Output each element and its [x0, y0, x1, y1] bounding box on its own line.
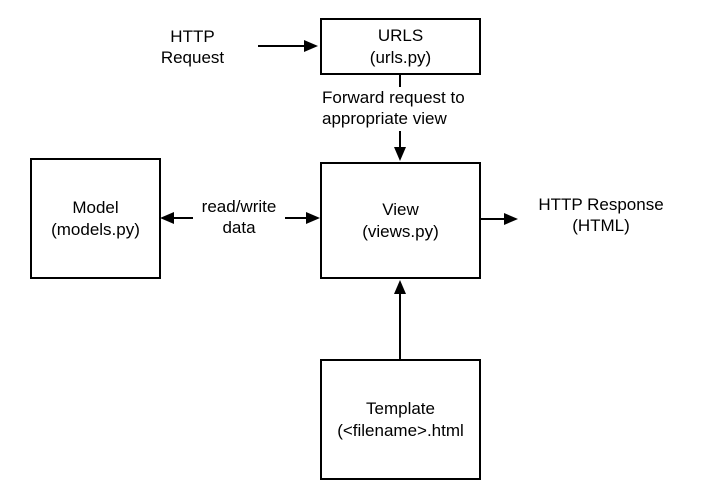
- http-response-line1: HTTP Response: [538, 195, 664, 214]
- node-view-title: View: [382, 199, 419, 219]
- node-template-title: Template: [366, 398, 435, 418]
- node-view-subtitle: (views.py): [362, 221, 439, 241]
- read-write-line1: read/write: [201, 197, 277, 216]
- node-template-subtitle: (<filename>.html: [337, 420, 464, 440]
- http-request-line1: HTTP: [170, 27, 215, 46]
- node-template: Template (<filename>.html: [320, 359, 481, 480]
- node-model-title: Model: [72, 197, 119, 217]
- arrow-request-to-urls-line: [258, 45, 305, 47]
- http-response-line2: (HTML): [572, 216, 630, 235]
- node-urls-title: URLS: [377, 25, 424, 45]
- http-response-label: HTTP Response (HTML): [525, 194, 677, 236]
- http-request-line2: Request: [160, 48, 225, 67]
- forward-request-line2: appropriate view: [322, 109, 447, 128]
- read-write-line2: data: [222, 218, 256, 237]
- node-model: Model (models.py): [30, 158, 161, 279]
- node-urls: URLS (urls.py): [320, 18, 481, 75]
- forward-request-line1: Forward request to: [322, 88, 465, 107]
- node-view: View (views.py): [320, 162, 481, 279]
- node-urls-subtitle: (urls.py): [369, 47, 432, 67]
- arrowhead-right-icon: [304, 40, 318, 52]
- arrowhead-right-icon: [306, 212, 320, 224]
- arrowhead-up-icon: [394, 280, 406, 294]
- arrow-view-to-response-line: [481, 218, 505, 220]
- read-write-data-label: read/write data: [193, 196, 285, 238]
- arrowhead-left-icon: [160, 212, 174, 224]
- arrowhead-down-icon: [394, 147, 406, 161]
- arrow-template-to-view-line: [399, 293, 401, 359]
- node-model-subtitle: (models.py): [51, 219, 140, 239]
- http-request-label: HTTP Request: [140, 26, 245, 68]
- forward-request-label: Forward request to appropriate view: [322, 87, 465, 131]
- arrowhead-right-icon: [504, 213, 518, 225]
